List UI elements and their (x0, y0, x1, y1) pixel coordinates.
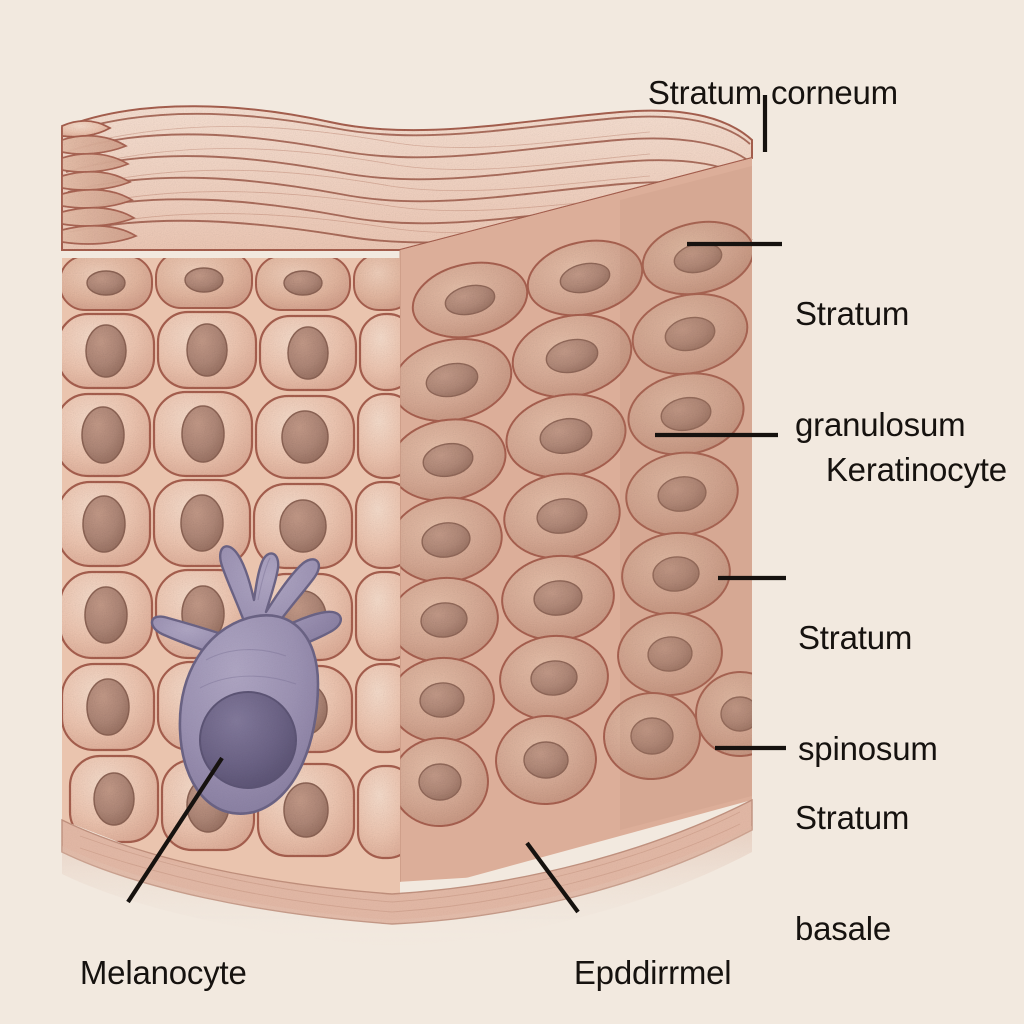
label-keratinocyte-text: Keratinocyte (825, 450, 1007, 488)
label-stratum-corneum: Stratum corneum (612, 38, 898, 149)
label-stratum-granulosum: Stratum granulosum (795, 222, 966, 518)
label-melanocyte: Melanocyte (44, 918, 247, 1024)
label-stratum-basale-line2: basale (795, 909, 892, 947)
label-keratinocyte: Keratinocyte (790, 415, 1007, 526)
label-melanocyte-text: Melanocyte (79, 953, 247, 991)
label-stratum-spinosum-line2: spinosum (798, 729, 938, 767)
leader-lines (126, 95, 786, 914)
leader-melanocyte (126, 756, 224, 904)
label-stratum-spinosum: Stratum spinosum (798, 546, 938, 842)
label-stratum-basale-line1: Stratum (795, 798, 910, 836)
label-stratum-spinosum-line1: Stratum (798, 618, 913, 656)
label-stratum-granulosum-line1: Stratum (795, 294, 910, 332)
label-stratum-granulosum-line2: granulosum (795, 405, 966, 443)
label-epidermis-text: Epddirrmel (573, 953, 732, 991)
block-front-face (62, 258, 400, 896)
label-epidermis: Epddirrmel (538, 918, 732, 1024)
block-right-face (389, 158, 752, 888)
label-stratum-basale: Stratum basale (795, 726, 909, 1022)
dermal-junction (61, 798, 753, 946)
melanocyte-cell (150, 545, 342, 815)
corneum-left-edge (61, 120, 138, 245)
leader-epidermis (525, 841, 580, 914)
label-stratum-corneum-text: Stratum corneum (647, 73, 898, 111)
